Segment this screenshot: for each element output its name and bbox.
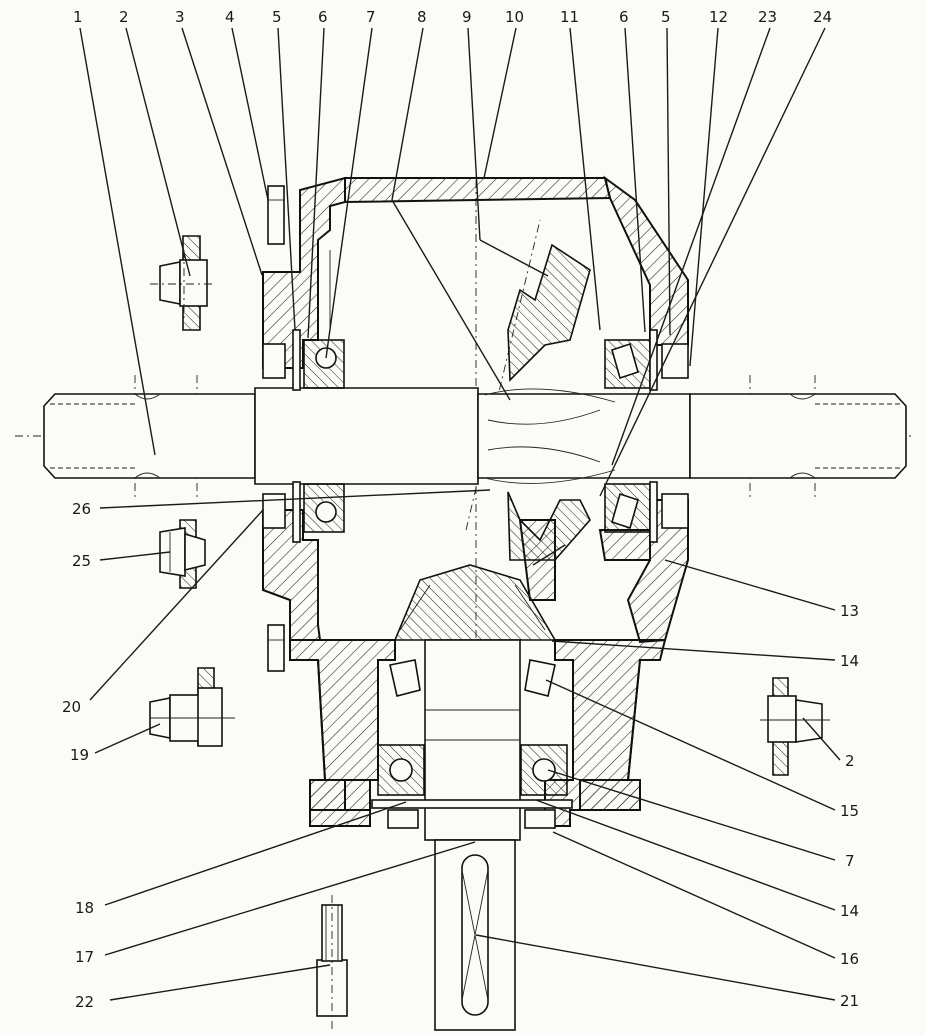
callout-1: 1 [73, 8, 83, 26]
callout-11: 11 [560, 8, 579, 26]
callout-2b: 2 [845, 752, 855, 770]
callout-5: 5 [272, 8, 282, 26]
bolt-22 [316, 895, 348, 1030]
callout-15: 15 [840, 802, 859, 820]
right-bearing [604, 329, 689, 543]
callout-24: 24 [813, 8, 832, 26]
callout-8: 8 [417, 8, 427, 26]
output-shaft [424, 639, 521, 1031]
callout-6: 6 [318, 8, 328, 26]
vent-plug-top-left [150, 235, 215, 331]
callout-20: 20 [62, 698, 81, 716]
callout-17: 17 [75, 948, 94, 966]
plug-25 [159, 519, 206, 589]
callout-21: 21 [840, 992, 859, 1010]
lower-bearings [371, 659, 573, 829]
callout-22: 22 [75, 993, 94, 1011]
plug-19 [149, 667, 235, 747]
left-bearing [262, 329, 345, 543]
callout-18: 18 [75, 899, 94, 917]
callout-10: 10 [505, 8, 524, 26]
callout-7b: 7 [845, 852, 855, 870]
housing-bolt-top [267, 185, 285, 245]
callout-5b: 5 [661, 8, 671, 26]
callout-12: 12 [709, 8, 728, 26]
callout-19: 19 [70, 746, 89, 764]
leader-lines [79, 27, 841, 1001]
input-shaft [43, 387, 907, 485]
callout-3: 3 [175, 8, 185, 26]
callout-4: 4 [225, 8, 235, 26]
housing-bolt-bottom [267, 624, 285, 672]
callouts-right: 13 14 2 15 7 14 16 21 [840, 602, 859, 1010]
callout-13: 13 [840, 602, 859, 620]
callout-9: 9 [462, 8, 472, 26]
callout-2: 2 [119, 8, 129, 26]
callout-14b: 14 [840, 902, 859, 920]
bevel-pinion [393, 564, 557, 641]
callout-6b: 6 [619, 8, 629, 26]
callout-16: 16 [840, 950, 859, 968]
callout-25: 25 [72, 552, 91, 570]
plug-2-right [760, 677, 830, 776]
callouts-top: 1 2 3 4 5 6 7 8 9 10 11 6 5 12 23 24 [73, 8, 832, 26]
crown-gear [484, 243, 616, 561]
callout-23: 23 [758, 8, 777, 26]
callout-26: 26 [72, 500, 91, 518]
callout-7: 7 [366, 8, 376, 26]
callout-14: 14 [840, 652, 859, 670]
callouts-left: 26 25 20 19 18 17 22 [62, 500, 94, 1011]
